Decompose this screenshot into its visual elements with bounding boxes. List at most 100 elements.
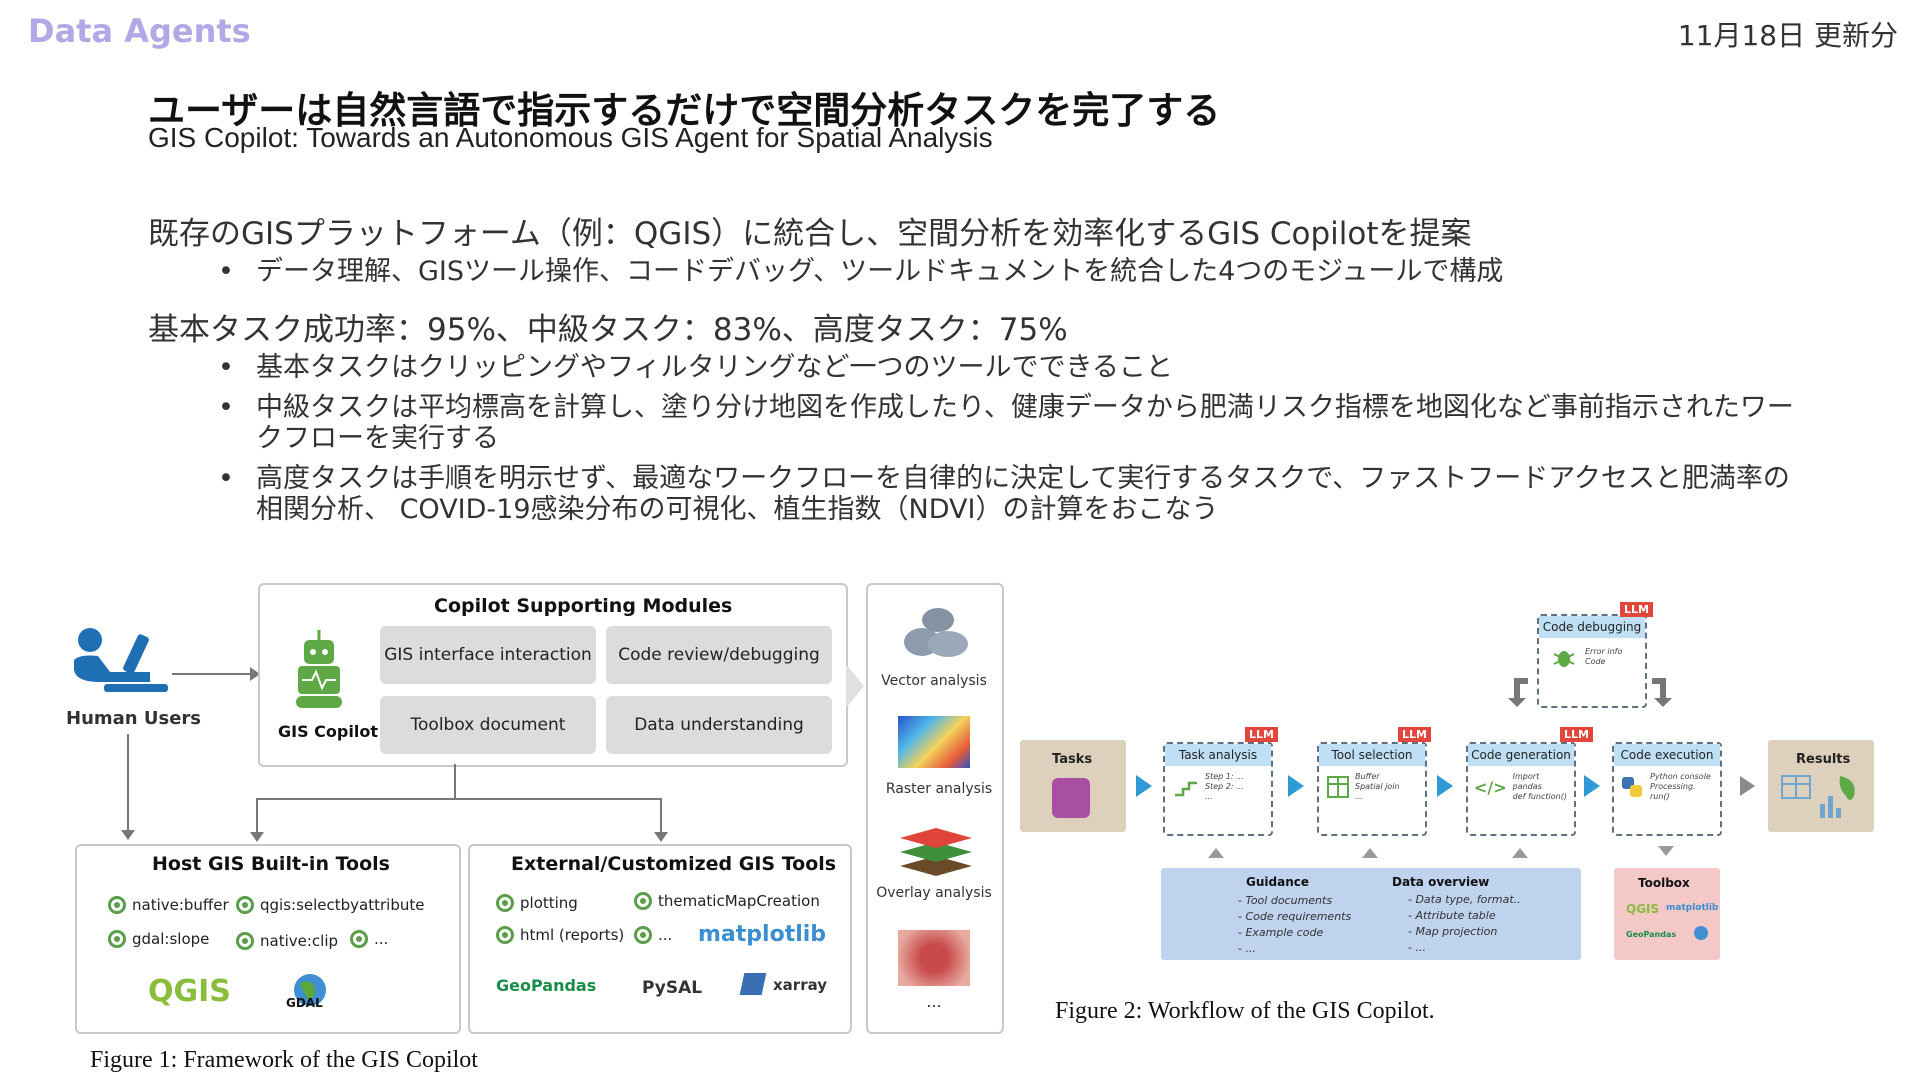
- gear-icon: [496, 894, 514, 912]
- point-2-sub-1: 基本タスクはクリッピングやフィルタリングなど一つのツールでできること: [256, 352, 1173, 383]
- tool-item: gdal:slope: [108, 930, 209, 948]
- code-brackets-icon: </>: [1474, 777, 1507, 797]
- flow-arrow: [1584, 775, 1600, 797]
- gear-icon: [236, 932, 254, 950]
- vector-analysis-label: Vector analysis: [881, 673, 987, 689]
- bullet-dot: •: [218, 352, 234, 383]
- tool-item: plotting: [496, 894, 578, 912]
- arrow-line: [172, 673, 252, 675]
- note: Step 2: ...: [1205, 782, 1244, 791]
- note: Import pandas: [1512, 772, 1542, 791]
- connector: [256, 798, 662, 800]
- note: ...: [1205, 792, 1213, 801]
- brand-title: Data Agents: [28, 12, 251, 50]
- note: Code: [1585, 657, 1606, 666]
- modules-title: Copilot Supporting Modules: [434, 595, 733, 617]
- panel-arrow: [846, 664, 864, 708]
- guidance-item: - Tool documents: [1238, 894, 1333, 907]
- module-toolbox-document: Toolbox document: [380, 696, 596, 754]
- gear-icon: [634, 926, 652, 944]
- gis-copilot-label: GIS Copilot: [278, 722, 378, 741]
- tool-item: ...: [634, 926, 672, 944]
- stage-title: Code debugging: [1539, 616, 1645, 638]
- up-arrow: [1362, 848, 1378, 858]
- data-overview-list: - Data type, format.. - Attribute table …: [1408, 892, 1521, 956]
- data-overview-title: Data overview: [1392, 875, 1490, 889]
- external-tools-title: External/Customized GIS Tools: [511, 853, 837, 875]
- task-list-icon: [1052, 778, 1090, 818]
- debug-return-arrow: [1508, 678, 1528, 707]
- note: Error info: [1585, 647, 1623, 656]
- toolbox-box: [1614, 868, 1720, 960]
- gear-icon: [350, 930, 368, 948]
- update-date: 11月18日 更新分: [1677, 19, 1898, 52]
- note: ...: [1355, 792, 1363, 801]
- gear-icon: [634, 892, 652, 910]
- bullet-dot: •: [218, 463, 234, 494]
- point-1-sub-1: データ理解、GISツール操作、コードデバッグ、ツールドキュメントを統合した4つの…: [256, 256, 1504, 287]
- guidance-item: - ...: [1238, 942, 1256, 955]
- external-tools-box: [468, 844, 852, 1034]
- stage-task-analysis: Task analysis Step 1: ...Step 2: ......: [1163, 742, 1273, 836]
- human-user-icon: [74, 628, 168, 692]
- note: def function(): [1512, 792, 1567, 801]
- figure-1-caption: Figure 1: Framework of the GIS Copilot: [90, 1047, 478, 1073]
- bug-icon: [1553, 651, 1575, 667]
- robot-icon: [296, 630, 342, 708]
- overlay-analysis-icon: [900, 828, 972, 876]
- arrow-line: [127, 734, 129, 834]
- bullet-dot: •: [218, 392, 234, 423]
- stage-title: Tool selection: [1319, 744, 1425, 766]
- guidance-item: - Code requirements: [1238, 910, 1352, 923]
- data-item: - ...: [1408, 941, 1426, 954]
- arrow-head: [250, 832, 264, 842]
- debug-feed-arrow: [1652, 678, 1672, 707]
- flow-arrow: [1437, 775, 1453, 797]
- flow-arrow: [1740, 776, 1755, 796]
- toolbox-title: Toolbox: [1638, 876, 1690, 890]
- tool-label: ...: [374, 930, 389, 948]
- tool-label: qgis:selectbyattribute: [260, 896, 425, 914]
- guidance-item: - Example code: [1238, 926, 1324, 939]
- arrow-head: [654, 832, 668, 842]
- host-tools-title: Host GIS Built-in Tools: [152, 853, 390, 875]
- figure-2-caption: Figure 2: Workflow of the GIS Copilot.: [1055, 998, 1435, 1024]
- qgis-logo: QGIS: [148, 974, 231, 1009]
- connector: [256, 798, 258, 836]
- note: Processing.: [1650, 782, 1696, 791]
- arrow-head: [250, 667, 260, 681]
- hex-map-icon: [898, 930, 970, 986]
- tool-label: gdal:slope: [132, 930, 210, 948]
- stage-title: Code execution: [1614, 744, 1720, 766]
- toolbox-gdal-icon: [1694, 926, 1708, 940]
- up-arrow: [1512, 848, 1528, 858]
- point-2-sub-3: 高度タスクは手順を明示せず、最適なワークフローを自律的に決定して実行するタスクで…: [256, 463, 1790, 525]
- note: Buffer: [1355, 772, 1380, 781]
- python-icon: [1622, 777, 1642, 797]
- human-users-label: Human Users: [66, 708, 201, 729]
- llm-badge: LLM: [1620, 602, 1653, 617]
- geopandas-logo: GeoPandas: [496, 976, 597, 995]
- arrow-head: [121, 830, 135, 840]
- flow-arrow: [1288, 775, 1304, 797]
- connector: [454, 764, 456, 800]
- gear-icon: [108, 896, 126, 914]
- point-2-sub-2: 中級タスクは平均標高を計算し、塗り分け地図を作成したり、健康データから肥満リスク…: [256, 392, 1794, 454]
- tool-label: native:buffer: [132, 896, 229, 914]
- flow-arrow: [1136, 775, 1152, 797]
- toolbox-qgis-logo: QGIS: [1626, 902, 1660, 916]
- overlay-analysis-label: Overlay analysis: [876, 885, 992, 901]
- steps-icon: [1175, 781, 1197, 797]
- point-2: 基本タスク成功率：95%、中級タスク：83%、高度タスク：75%: [148, 312, 1068, 348]
- raster-analysis-icon: [898, 716, 970, 768]
- stage-title: Code generation: [1468, 744, 1574, 766]
- data-item: - Map projection: [1408, 925, 1498, 938]
- vector-analysis-icon: [904, 608, 968, 657]
- note: run(): [1650, 792, 1670, 801]
- toolbox-matplotlib-logo: matplotlib: [1666, 903, 1719, 913]
- note: Python console: [1650, 772, 1711, 781]
- results-label: Results: [1796, 752, 1851, 767]
